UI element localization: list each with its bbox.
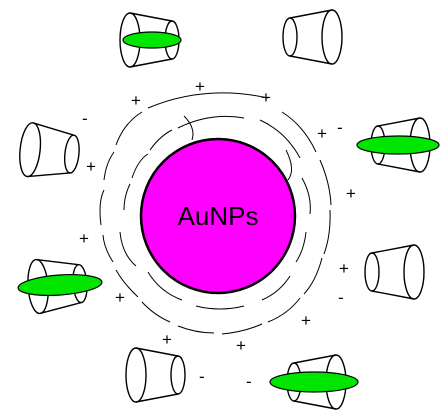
minus-sign: -	[338, 288, 344, 307]
plus-sign: +	[346, 184, 356, 203]
cyclodextrin-bottom-left	[126, 348, 185, 402]
guest-ring	[357, 136, 439, 154]
guest-ring	[123, 32, 181, 48]
minus-sign: -	[199, 367, 205, 386]
cyclodextrin-left-lower	[16, 255, 104, 315]
minus-sign: -	[82, 109, 88, 128]
guest-ring	[17, 272, 102, 298]
plus-sign: +	[131, 91, 141, 110]
cyclodextrin-right-lower	[365, 245, 424, 299]
plus-sign: +	[79, 229, 89, 248]
minus-sign: -	[246, 372, 252, 391]
guest-ring	[270, 372, 358, 392]
plus-sign: +	[261, 88, 271, 107]
cyclodextrin-top-right	[283, 10, 342, 64]
plus-sign: +	[115, 288, 125, 307]
nanoparticle-label: AuNPs	[178, 201, 259, 231]
plus-sign: +	[236, 336, 246, 355]
plus-sign: +	[317, 124, 327, 143]
plus-sign: +	[301, 311, 311, 330]
plus-sign: +	[162, 330, 172, 349]
plus-sign: +	[339, 259, 349, 278]
plus-sign: +	[195, 77, 205, 96]
minus-sign: -	[337, 118, 343, 137]
cyclodextrin-left	[17, 122, 81, 182]
cyclodextrin-top-left	[120, 13, 181, 67]
plus-sign: +	[86, 157, 96, 176]
cyclodextrin-bottom-right	[270, 355, 358, 409]
cyclodextrin-right-upper	[357, 118, 439, 172]
